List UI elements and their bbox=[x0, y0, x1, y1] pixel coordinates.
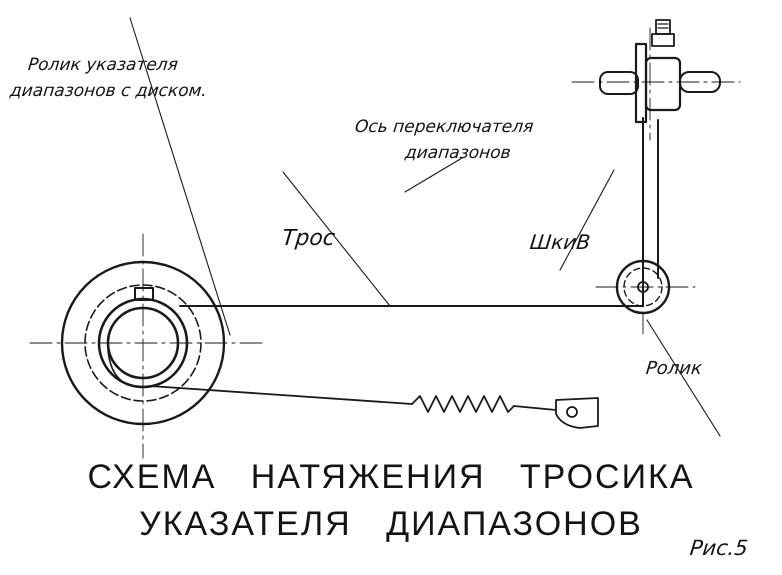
cable bbox=[179, 117, 659, 307]
title-line1: СХЕМА НАТЯЖЕНИЯ ТРОСИКА bbox=[87, 458, 695, 496]
label-roller-disc-line1: Ролик указателя bbox=[26, 55, 179, 75]
leader-switch-axis bbox=[404, 157, 463, 193]
roller-disc bbox=[60, 260, 226, 426]
tension-spring bbox=[149, 385, 599, 429]
label-pulley: ШкиВ bbox=[528, 230, 592, 254]
leader-pulley bbox=[559, 169, 615, 271]
label-switch-axis-line2: диапазонов bbox=[403, 143, 512, 163]
leader-cable bbox=[282, 171, 391, 307]
label-roller-disc-line2: диапазонов с диском. bbox=[8, 81, 208, 101]
figure-label: Рис.5 bbox=[688, 536, 750, 560]
switch-axis-pulley bbox=[599, 19, 721, 124]
leader-lines bbox=[129, 17, 721, 437]
small-roller bbox=[615, 259, 671, 315]
label-cable: Трос bbox=[280, 226, 337, 251]
label-roller: Ролик bbox=[644, 358, 704, 379]
title-line2: УКАЗАТЕЛЯ ДИАПАЗОНОВ bbox=[139, 505, 643, 543]
leader-roller bbox=[646, 319, 721, 437]
leader-roller-disc bbox=[129, 17, 231, 336]
label-switch-axis-line1: Ось переключателя bbox=[353, 117, 535, 137]
